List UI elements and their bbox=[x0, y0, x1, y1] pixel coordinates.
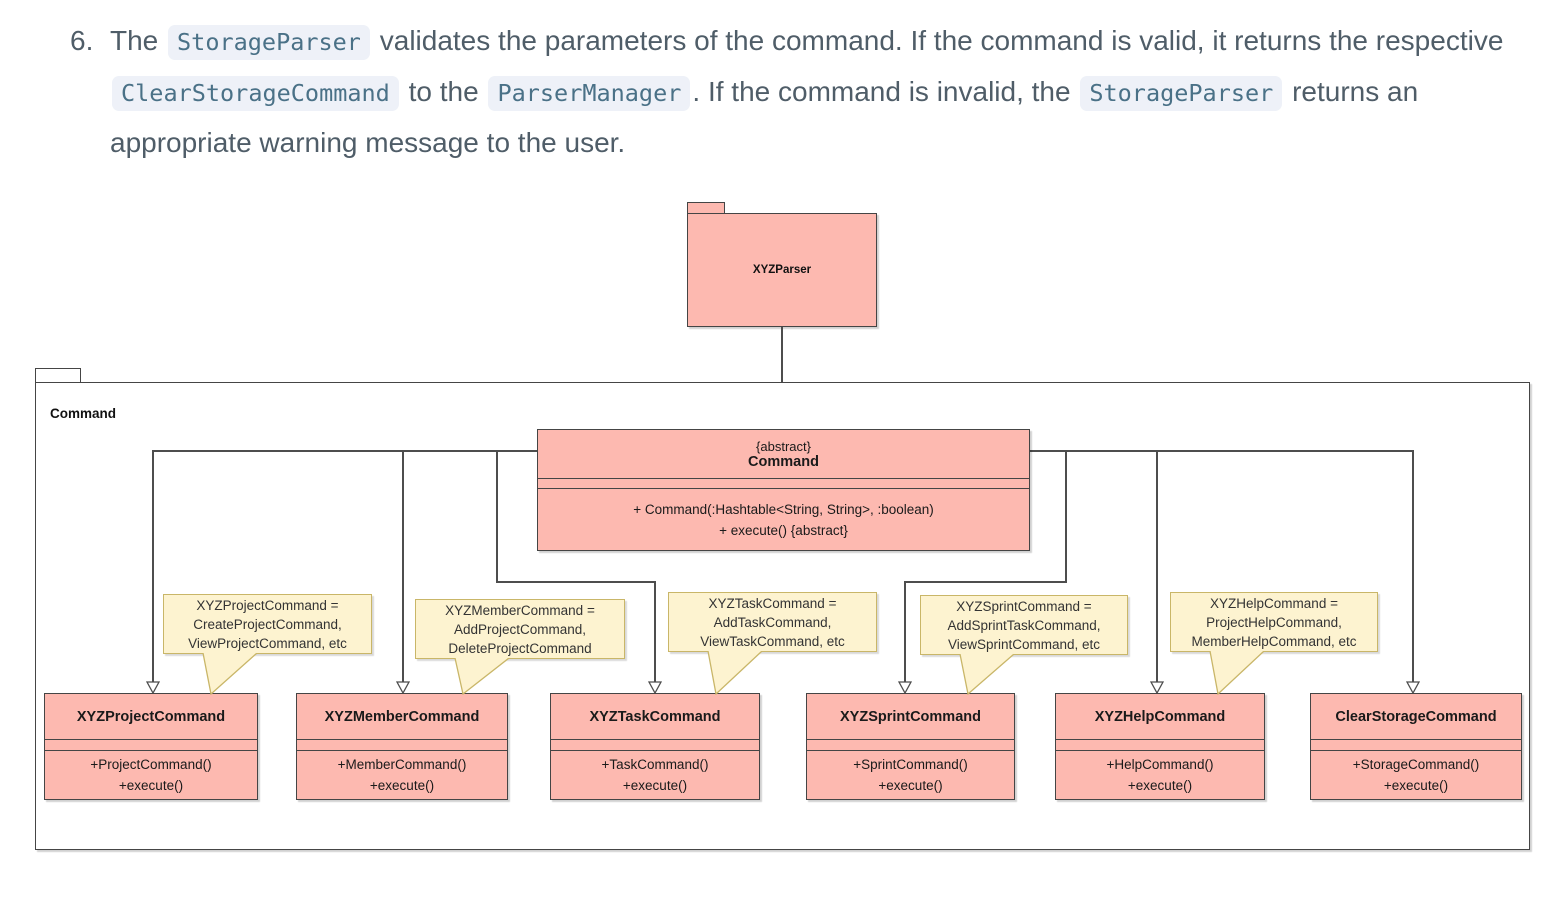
note-tail bbox=[959, 654, 1015, 695]
method: +execute() bbox=[622, 778, 688, 793]
code-chip-storageparser: StorageParser bbox=[1080, 76, 1283, 111]
connector-line bbox=[654, 581, 656, 682]
paragraph-text: validates the parameters of the command.… bbox=[371, 25, 1504, 56]
note-xyzsprintcommand: XYZSprintCommand = AddSprintTaskCommand,… bbox=[920, 595, 1128, 655]
xyzparser-package: XYZParser bbox=[687, 213, 877, 327]
class-xyztaskcommand: XYZTaskCommand +TaskCommand() +execute() bbox=[550, 693, 760, 800]
class-command-name: Command bbox=[748, 453, 819, 470]
class-attributes bbox=[551, 739, 759, 751]
class-command-abstract: {abstract} Command + Command(:Hashtable<… bbox=[537, 429, 1030, 551]
connector-line bbox=[1065, 450, 1067, 583]
note-xyzmembercommand: XYZMemberCommand = AddProjectCommand, De… bbox=[415, 599, 625, 659]
code-chip-parsermanager: ParserManager bbox=[488, 76, 691, 111]
class-command-attributes bbox=[538, 478, 1029, 489]
open-arrowhead-down-icon bbox=[1406, 681, 1420, 694]
method: + execute() {abstract} bbox=[719, 522, 848, 538]
method: +execute() bbox=[1127, 778, 1193, 793]
xyzparser-package-label: XYZParser bbox=[752, 264, 812, 276]
class-command-stereotype: {abstract} bbox=[756, 438, 811, 454]
connector-line bbox=[152, 450, 154, 682]
class-attributes bbox=[807, 739, 1014, 751]
class-name: XYZMemberCommand bbox=[324, 708, 480, 725]
connector-line bbox=[904, 581, 1067, 583]
connector-line bbox=[496, 581, 656, 583]
class-command-header: {abstract} Command bbox=[538, 430, 1029, 478]
class-attributes bbox=[1056, 739, 1264, 751]
paragraph-text: The bbox=[110, 25, 167, 56]
class-attributes bbox=[1311, 739, 1521, 751]
open-arrowhead-down-icon bbox=[396, 681, 410, 694]
connector-line bbox=[1030, 450, 1414, 452]
method: + Command(:Hashtable<String, String>, :b… bbox=[633, 501, 934, 517]
class-name: XYZHelpCommand bbox=[1094, 708, 1226, 725]
connector-line bbox=[152, 450, 537, 452]
class-xyzprojectcommand: XYZProjectCommand +ProjectCommand() +exe… bbox=[44, 693, 258, 800]
connector-line bbox=[1412, 450, 1414, 682]
method: +execute() bbox=[878, 778, 943, 793]
command-package-tab bbox=[35, 368, 81, 383]
class-attributes bbox=[297, 739, 507, 751]
paragraph: The StorageParser validates the paramete… bbox=[110, 16, 1518, 168]
note-xyztaskcommand: XYZTaskCommand = AddTaskCommand, ViewTas… bbox=[668, 592, 877, 652]
open-arrowhead-down-icon bbox=[648, 681, 662, 694]
class-xyzhelpcommand: XYZHelpCommand +HelpCommand() +execute() bbox=[1055, 693, 1265, 800]
method: +HelpCommand() bbox=[1106, 757, 1214, 772]
method: +execute() bbox=[1383, 778, 1449, 793]
note-tail bbox=[202, 653, 258, 695]
class-name: XYZSprintCommand bbox=[840, 708, 981, 725]
connector-line bbox=[904, 581, 906, 682]
note-tail bbox=[454, 658, 510, 695]
connector-line bbox=[496, 450, 498, 583]
code-chip-clearstoragecommand: ClearStorageCommand bbox=[112, 76, 399, 111]
class-name: XYZProjectCommand bbox=[76, 708, 226, 725]
command-package-label: Command bbox=[50, 406, 117, 421]
class-name: ClearStorageCommand bbox=[1335, 708, 1497, 725]
note-xyzhelpcommand: XYZHelpCommand = ProjectHelpCommand, Mem… bbox=[1170, 592, 1378, 652]
class-command-methods: + Command(:Hashtable<String, String>, :b… bbox=[538, 489, 1029, 550]
parser-to-command-connector bbox=[781, 327, 783, 419]
open-arrowhead-down-icon bbox=[1150, 681, 1164, 694]
paragraph-text: . If the command is invalid, the bbox=[692, 76, 1079, 107]
class-xyzmembercommand: XYZMemberCommand +MemberCommand() +execu… bbox=[296, 693, 508, 800]
method: +execute() bbox=[118, 778, 184, 793]
class-clearstoragecommand: ClearStorageCommand +StorageCommand() +e… bbox=[1310, 693, 1522, 800]
open-arrowhead-down-icon bbox=[898, 681, 912, 694]
class-attributes bbox=[45, 739, 257, 751]
list-item-number: 6. bbox=[70, 25, 94, 56]
connector-line bbox=[402, 450, 404, 682]
code-chip-storageparser: StorageParser bbox=[168, 25, 370, 60]
method: +SprintCommand() bbox=[853, 757, 968, 772]
note-tail bbox=[1209, 651, 1265, 695]
connector-line bbox=[1156, 450, 1158, 682]
method: +ProjectCommand() bbox=[90, 757, 212, 772]
class-name: XYZTaskCommand bbox=[589, 708, 721, 725]
paragraph-text: returns an appropriate warning message t… bbox=[110, 76, 1419, 158]
method: +StorageCommand() bbox=[1352, 757, 1480, 772]
method: +TaskCommand() bbox=[601, 757, 709, 772]
note-xyzprojectcommand: XYZProjectCommand = CreateProjectCommand… bbox=[163, 594, 372, 654]
paragraph-text: to the bbox=[400, 76, 487, 107]
open-arrowhead-down-icon bbox=[146, 681, 160, 694]
note-tail bbox=[707, 651, 763, 695]
method: +MemberCommand() bbox=[337, 757, 467, 772]
method: +execute() bbox=[369, 778, 435, 793]
class-xyzsprintcommand: XYZSprintCommand +SprintCommand() +execu… bbox=[806, 693, 1015, 800]
xyzparser-package-tab bbox=[687, 202, 725, 214]
